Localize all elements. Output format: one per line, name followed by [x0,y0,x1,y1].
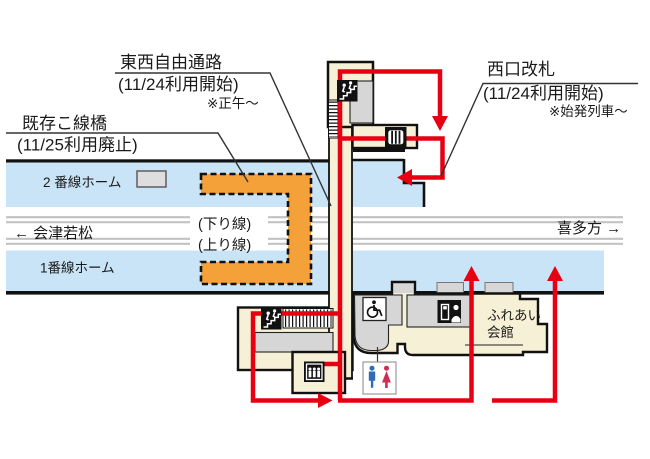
route-to-platform1-a [338,280,474,403]
platform-step-block [484,282,514,294]
label-old-bridge-date: (11/25利用廃止) [17,136,138,155]
elevator-icon [304,361,325,382]
track-lines [6,216,623,245]
leader-new-passage [115,72,332,207]
label-old-bridge: 既存こ線橋 [22,114,107,133]
label-platform-1: 1番線ホーム [40,261,115,276]
label-new-passage-date: (11/24利用開始) [118,75,239,94]
label-track-down: (下り線) [198,216,251,233]
label-dest-aizuwakamatsu: ← 会津若松 [14,225,93,242]
label-new-passage: 東西自由通路 [120,53,222,72]
leader-lines [6,72,638,207]
stairs-icon [260,307,283,331]
route-arrowheads [318,116,563,408]
route-to-platform1-b [492,280,558,403]
route-south-loop [250,311,340,403]
arrow-down-icon [432,116,448,131]
label-dest-kitakata: 喜多方 → [557,220,621,237]
leader-west-gate [440,82,638,177]
label-new-passage-note: ※正午〜 [207,96,259,111]
ticket-gate-icon [385,127,407,148]
label-platform-2: 2 番線ホーム [43,175,121,190]
route-lines [250,69,558,403]
arrow-left-icon [397,169,412,186]
label-west-gate: 西口改札 [487,60,555,79]
leader-old-bridge [6,132,249,183]
ticket-office-icon [437,300,461,323]
platform-shelter [136,170,167,188]
label-hall-line2: 会館 [487,325,514,340]
label-west-gate-note: ※始発列車〜 [549,104,628,119]
platform-step-block [436,282,464,294]
arrow-up-icon [547,266,563,281]
label-west-gate-date: (11/24利用開始) [483,84,604,103]
wheelchair-icon [362,296,387,322]
label-track-up: (上り線) [198,237,251,254]
route-north-loop [337,69,443,401]
existing-footbridge [199,172,313,286]
stairs-icon [336,79,359,103]
arrow-up-icon [463,266,480,281]
toilet-icon [362,361,397,395]
arrow-right-icon [318,393,333,408]
label-hall-line1: ふれあい [487,308,541,323]
